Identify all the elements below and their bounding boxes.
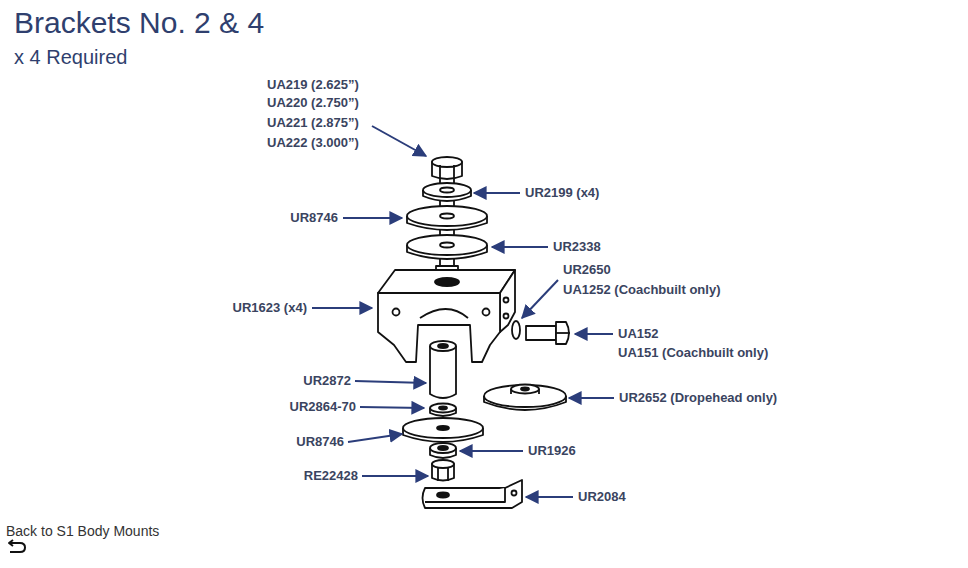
part-number: UR2864-70 — [290, 399, 357, 415]
part-number: UA1252 (Coachbuilt only) — [563, 282, 720, 298]
part-number: UR8746 — [296, 434, 344, 450]
part-number: UR2652 (Dropehead only) — [619, 390, 777, 406]
part-number: UR2199 (x4) — [525, 185, 599, 201]
part-number: UR1623 (x4) — [233, 300, 307, 316]
part-number: UA152 — [618, 326, 658, 342]
part-number: UA151 (Coachbuilt only) — [618, 345, 768, 361]
part-number: UR1926 — [528, 443, 576, 459]
part-number: UA221 (2.875”) — [267, 115, 359, 131]
back-icon — [9, 540, 25, 552]
part-number: UA219 (2.625”) — [267, 77, 359, 93]
part-number: UR2872 — [303, 373, 351, 389]
back-link: Back to S1 Body Mounts — [6, 522, 159, 540]
part-number: RE22428 — [304, 468, 358, 484]
part-number: UA220 (2.750”) — [267, 95, 359, 111]
part-number: UR2650 — [563, 262, 611, 278]
page-title: Brackets No. 2 & 4 — [14, 6, 264, 40]
part-number: UR2084 — [578, 489, 626, 505]
part-number: UR2338 — [553, 239, 601, 255]
part-number: UA222 (3.000”) — [267, 135, 359, 151]
part-number: UR8746 — [290, 210, 338, 226]
subtitle: x 4 Required — [14, 45, 127, 69]
